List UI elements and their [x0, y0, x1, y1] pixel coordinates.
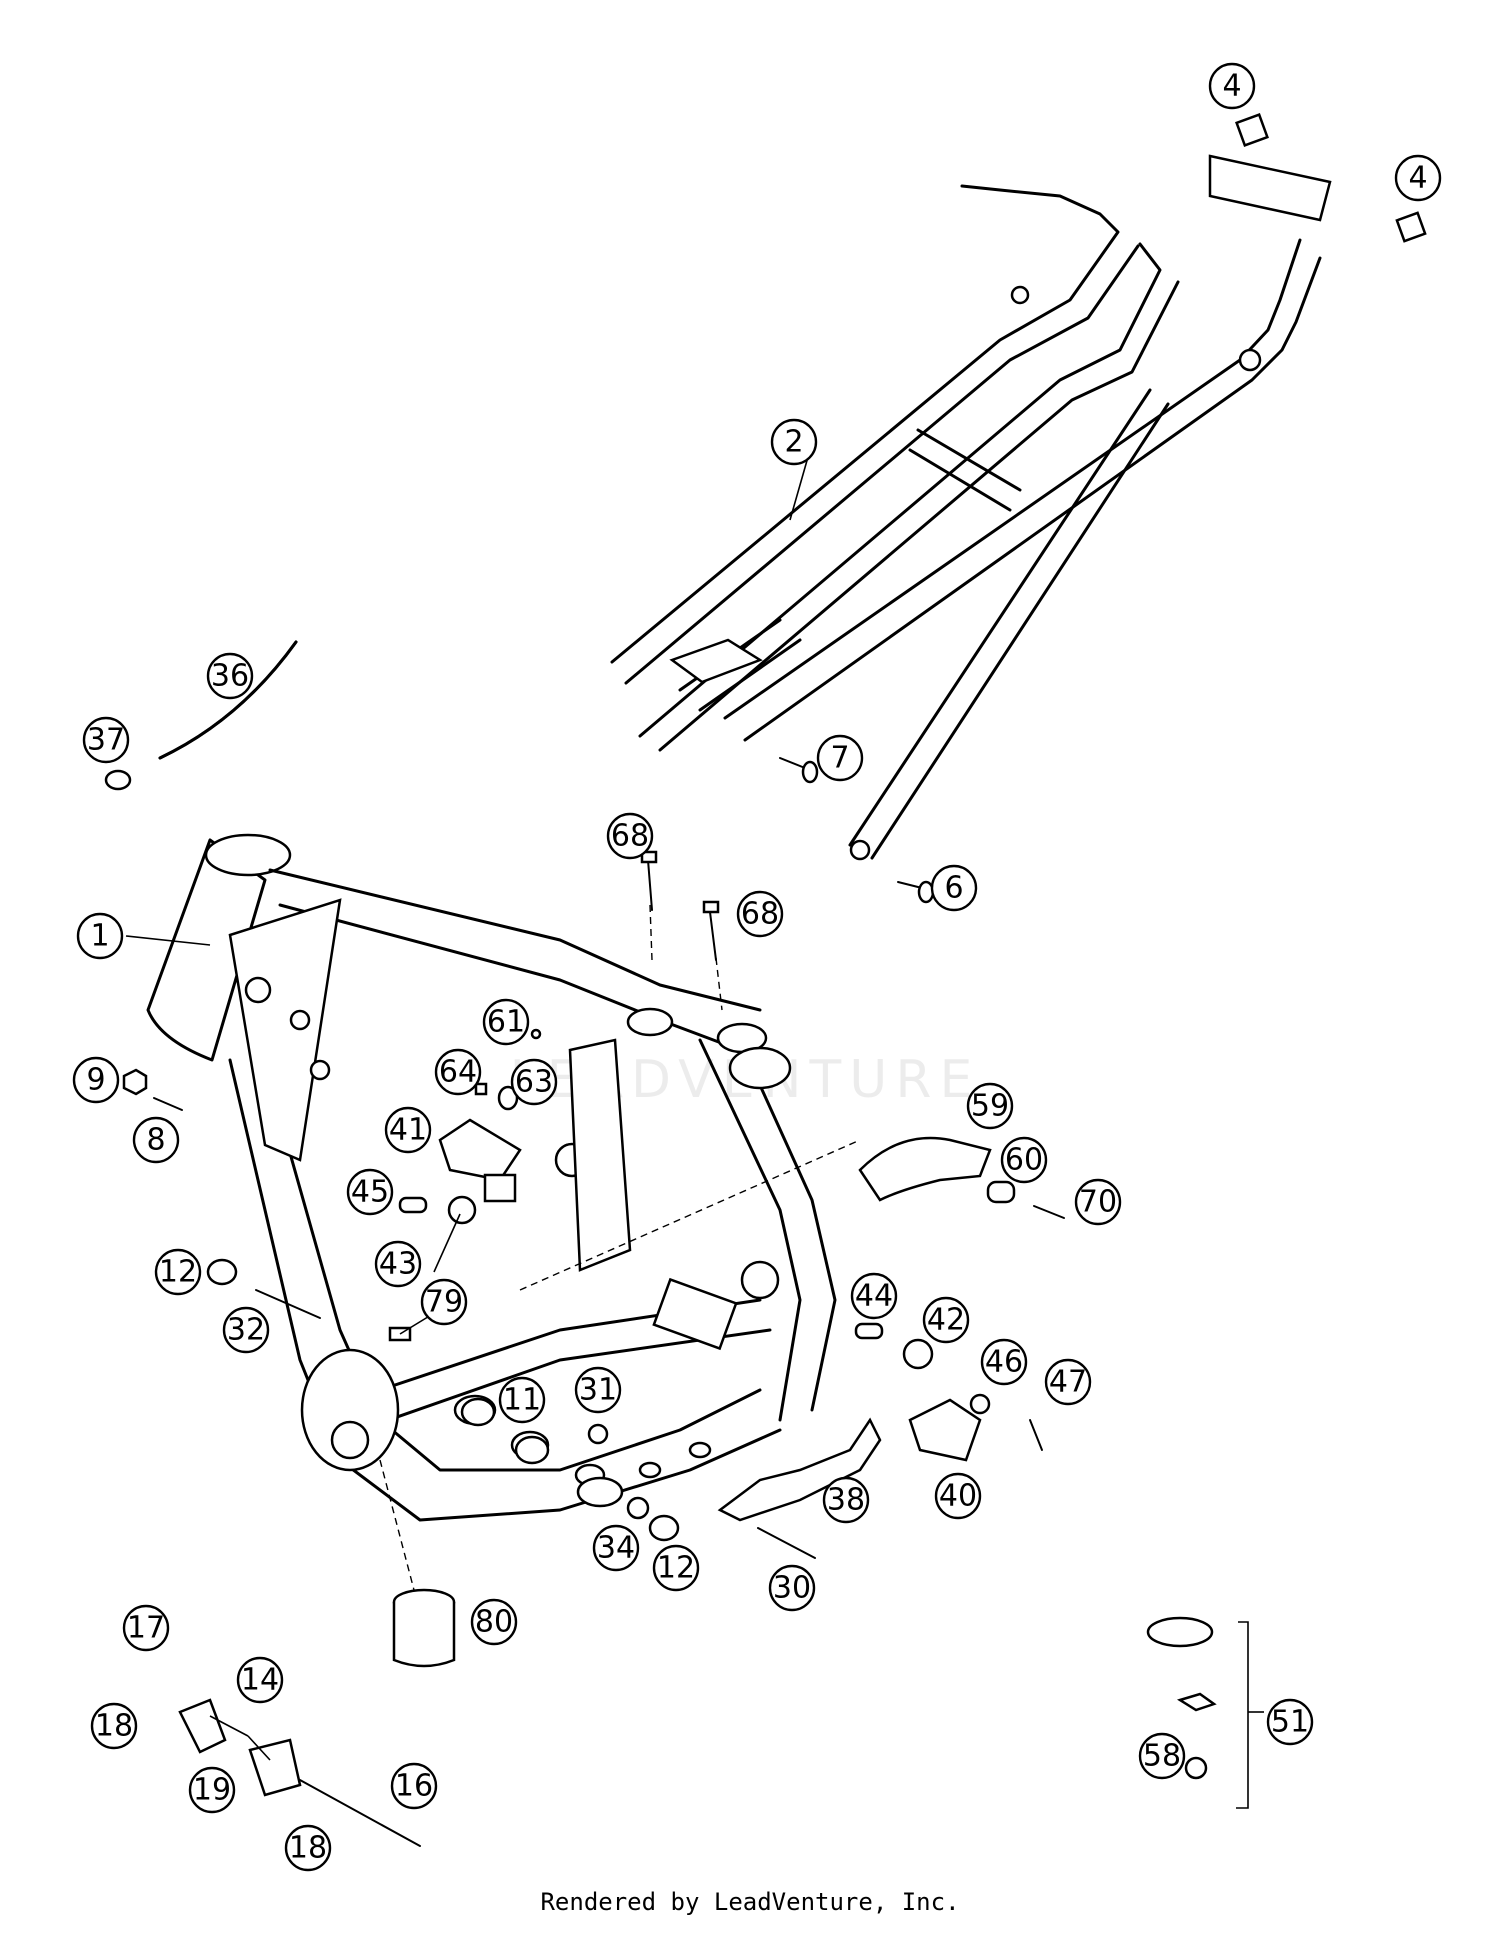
- callout-2[interactable]: 2: [770, 418, 818, 466]
- callout-label: 4: [1222, 69, 1241, 104]
- callout-label: 14: [241, 1663, 279, 1698]
- callout-label: 45: [351, 1175, 389, 1210]
- callout-6[interactable]: 6: [930, 864, 978, 912]
- callout-4[interactable]: 4: [1208, 62, 1256, 110]
- rear-subframe: [610, 154, 1332, 861]
- callout-51[interactable]: 51: [1266, 1698, 1314, 1746]
- callout-43[interactable]: 43: [374, 1240, 422, 1288]
- callout-label: 40: [939, 1479, 977, 1514]
- callout-label: 12: [657, 1551, 695, 1586]
- callout-63[interactable]: 63: [510, 1058, 558, 1106]
- callout-79[interactable]: 79: [420, 1278, 468, 1326]
- callout-label: 19: [193, 1773, 231, 1808]
- callout-44[interactable]: 44: [850, 1272, 898, 1320]
- callout-label: 18: [95, 1709, 133, 1744]
- callout-label: 63: [515, 1065, 553, 1100]
- callout-label: 36: [211, 659, 249, 694]
- callout-30[interactable]: 30: [768, 1564, 816, 1612]
- callout-label: 7: [830, 741, 849, 776]
- callout-38[interactable]: 38: [822, 1476, 870, 1524]
- alignment-lines: [379, 904, 1249, 1809]
- callout-label: 64: [439, 1055, 477, 1090]
- callout-label: 59: [971, 1089, 1009, 1124]
- callout-label: 61: [487, 1005, 525, 1040]
- callout-80[interactable]: 80: [470, 1598, 518, 1646]
- callout-45[interactable]: 45: [346, 1168, 394, 1216]
- callout-41[interactable]: 41: [384, 1106, 432, 1154]
- callout-18-top[interactable]: 18: [90, 1702, 138, 1750]
- callout-label: 43: [379, 1247, 417, 1282]
- callout-label: 8: [146, 1123, 165, 1158]
- callout-label: 34: [597, 1531, 635, 1566]
- callout-16[interactable]: 16: [390, 1762, 438, 1810]
- callout-label: 1: [90, 919, 109, 954]
- callout-label: 42: [927, 1303, 965, 1338]
- callout-label: 58: [1143, 1739, 1181, 1774]
- callout-12-left[interactable]: 12: [154, 1248, 202, 1296]
- callout-label: 32: [227, 1313, 265, 1348]
- callout-label: 80: [475, 1605, 513, 1640]
- callout-70[interactable]: 70: [1074, 1178, 1122, 1226]
- callout-label: 68: [611, 819, 649, 854]
- callout-label: 9: [86, 1063, 105, 1098]
- callout-61[interactable]: 61: [482, 998, 530, 1046]
- callout-19[interactable]: 19: [188, 1766, 236, 1814]
- callout-11[interactable]: 11: [498, 1376, 546, 1424]
- small-parts: [104, 113, 1427, 1847]
- callout-9[interactable]: 9: [72, 1056, 120, 1104]
- callout-label: 4: [1408, 161, 1427, 196]
- callouts: 1 2 4 4 6 7 8 9 11 12 12 14 16 17 18 18 …: [72, 62, 1442, 1872]
- callout-label: 44: [855, 1279, 893, 1314]
- callout-7[interactable]: 7: [816, 734, 864, 782]
- callout-60[interactable]: 60: [1000, 1136, 1048, 1184]
- callout-14[interactable]: 14: [236, 1656, 284, 1704]
- callout-label: 51: [1271, 1705, 1309, 1740]
- callout-46[interactable]: 46: [980, 1338, 1028, 1386]
- callout-58[interactable]: 58: [1138, 1732, 1186, 1780]
- callout-label: 60: [1005, 1143, 1043, 1178]
- callout-47[interactable]: 47: [1044, 1358, 1092, 1406]
- callout-31[interactable]: 31: [574, 1366, 622, 1414]
- callout-18-bottom[interactable]: 18: [284, 1824, 332, 1872]
- callout-label: 12: [159, 1255, 197, 1290]
- callout-label: 70: [1079, 1185, 1117, 1220]
- callout-label: 68: [741, 897, 779, 932]
- callout-label: 18: [289, 1831, 327, 1866]
- callout-12-right[interactable]: 12: [652, 1544, 700, 1592]
- callout-label: 31: [579, 1373, 617, 1408]
- callout-37[interactable]: 37: [82, 716, 130, 764]
- callout-17[interactable]: 17: [122, 1604, 170, 1652]
- callout-label: 79: [425, 1285, 463, 1320]
- callout-68-right[interactable]: 68: [736, 890, 784, 938]
- callout-label: 11: [503, 1383, 541, 1418]
- callout-1[interactable]: 1: [76, 912, 124, 960]
- callout-34[interactable]: 34: [592, 1524, 640, 1572]
- callout-label: 6: [944, 871, 963, 906]
- callout-label: 37: [87, 723, 125, 758]
- callout-68-left[interactable]: 68: [606, 812, 654, 860]
- main-frame: [146, 833, 837, 1522]
- callout-4-second[interactable]: 4: [1394, 154, 1442, 202]
- leader-lines: [125, 449, 1264, 1761]
- footer-credit: Rendered by LeadVenture, Inc.: [540, 1888, 960, 1916]
- callout-label: 17: [127, 1611, 165, 1646]
- callout-label: 47: [1049, 1365, 1087, 1400]
- callout-40[interactable]: 40: [934, 1472, 982, 1520]
- callout-label: 41: [389, 1113, 427, 1148]
- callout-8[interactable]: 8: [132, 1116, 180, 1164]
- callout-32[interactable]: 32: [222, 1306, 270, 1354]
- callout-36[interactable]: 36: [206, 652, 254, 700]
- callout-label: 2: [784, 425, 803, 460]
- callout-label: 38: [827, 1483, 865, 1518]
- callout-label: 46: [985, 1345, 1023, 1380]
- callout-59[interactable]: 59: [966, 1082, 1014, 1130]
- callout-64[interactable]: 64: [434, 1048, 482, 1096]
- callout-label: 30: [773, 1571, 811, 1606]
- callout-label: 16: [395, 1769, 433, 1804]
- callout-42[interactable]: 42: [922, 1296, 970, 1344]
